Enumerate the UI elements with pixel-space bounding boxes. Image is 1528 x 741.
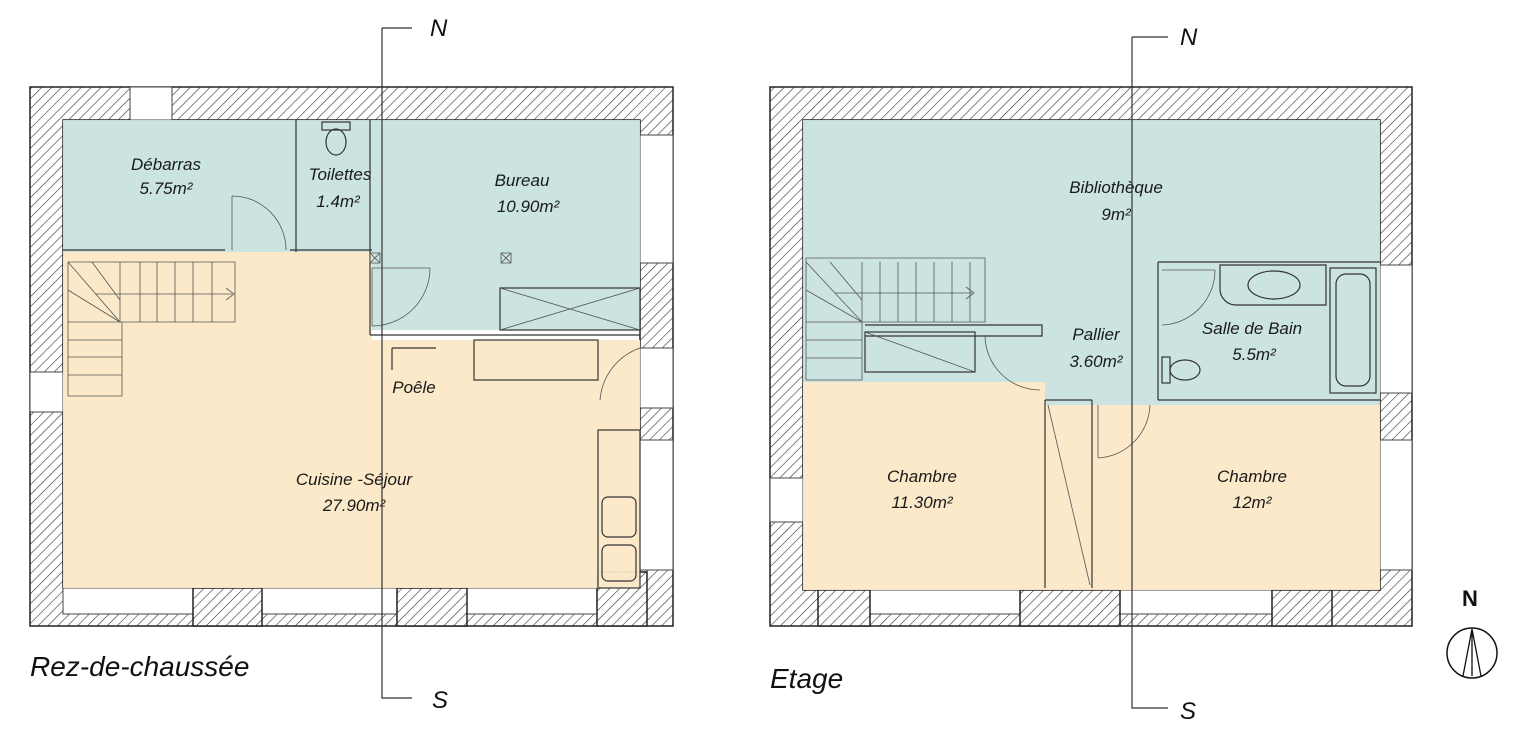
vent-icon-cross — [500, 252, 512, 264]
window — [1379, 439, 1413, 571]
window — [1379, 264, 1413, 394]
room-area-bureau: 10.90m² — [497, 197, 561, 216]
floor-title-ground: Rez-de-chaussée — [30, 651, 249, 682]
bathtub-inner — [1335, 273, 1371, 387]
wall-pier — [1271, 589, 1333, 627]
room-area-salle-de-bain: 5.5m² — [1232, 345, 1277, 364]
room-area-debarras: 5.75m² — [140, 179, 194, 198]
kitchen-counter — [597, 429, 641, 589]
bureau-storage — [499, 287, 641, 331]
north-arrow-icon — [1446, 627, 1498, 679]
compass: N — [1446, 586, 1498, 679]
door-swing — [231, 195, 287, 251]
kitchen-sink — [601, 544, 637, 582]
wall-pier — [396, 587, 468, 627]
room-area-toilettes: 1.4m² — [316, 192, 361, 211]
entrance-door-opening — [639, 347, 674, 409]
room-area-cuisine: 27.90m² — [322, 496, 387, 515]
room-name-salle-de-bain: Salle de Bain — [1202, 319, 1302, 338]
axis-south-label: S — [1180, 698, 1196, 725]
toilet-bowl — [1169, 359, 1201, 381]
toilet-tank — [321, 121, 351, 131]
stove — [391, 347, 436, 370]
closet — [864, 331, 976, 373]
floor-title-upper: Etage — [770, 663, 843, 694]
vent-icon — [500, 252, 512, 264]
staircase — [805, 257, 986, 381]
room-area-pallier: 3.60m² — [1070, 352, 1124, 371]
room-name-bureau: Bureau — [495, 171, 550, 190]
axis-north-label: N — [430, 15, 448, 42]
partition — [63, 120, 640, 336]
room-name-chambre-left: Chambre — [887, 467, 957, 486]
window — [1119, 589, 1273, 615]
axis-south-label: S — [432, 687, 448, 714]
bathtub — [1329, 267, 1377, 394]
room-area-chambre-left: 11.30m² — [891, 493, 953, 512]
wall-pier — [817, 589, 871, 627]
partition — [865, 324, 1043, 337]
room-name-pallier: Pallier — [1072, 325, 1121, 344]
room-name-debarras: Débarras — [131, 155, 201, 174]
window — [62, 587, 194, 615]
kitchen-sink — [601, 496, 637, 538]
door-swing — [984, 334, 1041, 391]
door-swing — [599, 347, 641, 401]
window — [261, 587, 398, 615]
closet-diagonal — [1047, 404, 1091, 586]
ground-floor-plan: Débarras 5.75m² Toilettes 1.4m² Bureau 1… — [29, 15, 674, 714]
upper-floor-plan: Bibliothèque 9m² Pallier 3.60m² Salle de… — [769, 24, 1413, 725]
closet-diagonal — [864, 331, 976, 373]
washbasin-bowl — [1247, 270, 1301, 300]
window — [129, 86, 173, 121]
window — [869, 589, 1021, 615]
vent-icon — [369, 252, 381, 264]
section-axis-line — [381, 27, 412, 699]
window — [466, 587, 598, 615]
room-name-cuisine: Cuisine -Séjour — [296, 470, 414, 489]
section-axis-line — [1131, 36, 1168, 709]
door-swing — [1161, 269, 1216, 326]
staircase — [67, 261, 236, 397]
room-name-bibliotheque: Bibliothèque — [1069, 178, 1163, 197]
window — [29, 371, 64, 413]
washbasin — [1219, 264, 1327, 306]
room-area-bibliotheque: 9m² — [1101, 205, 1132, 224]
room-name-toilettes: Toilettes — [309, 165, 372, 184]
worktop — [473, 339, 599, 381]
room-name-chambre-right: Chambre — [1217, 467, 1287, 486]
toilet-bowl — [325, 128, 347, 156]
night-zone-fill — [803, 120, 1380, 405]
day-zone-fill — [63, 252, 640, 588]
bureau-storage-cross — [499, 287, 641, 331]
window — [769, 477, 804, 523]
door-swing — [1097, 404, 1151, 459]
night-zone-fill — [63, 120, 640, 330]
axis-north-label: N — [1180, 24, 1198, 51]
window — [639, 439, 674, 571]
wall-pier — [192, 587, 263, 627]
partition — [1044, 261, 1380, 588]
room-area-chambre-right: 12m² — [1233, 493, 1273, 512]
vent-icon-cross — [369, 252, 381, 264]
window — [639, 134, 674, 264]
wall-pier — [1019, 589, 1121, 627]
compass-label: N — [1462, 586, 1478, 611]
stove-label: Poêle — [392, 378, 435, 397]
